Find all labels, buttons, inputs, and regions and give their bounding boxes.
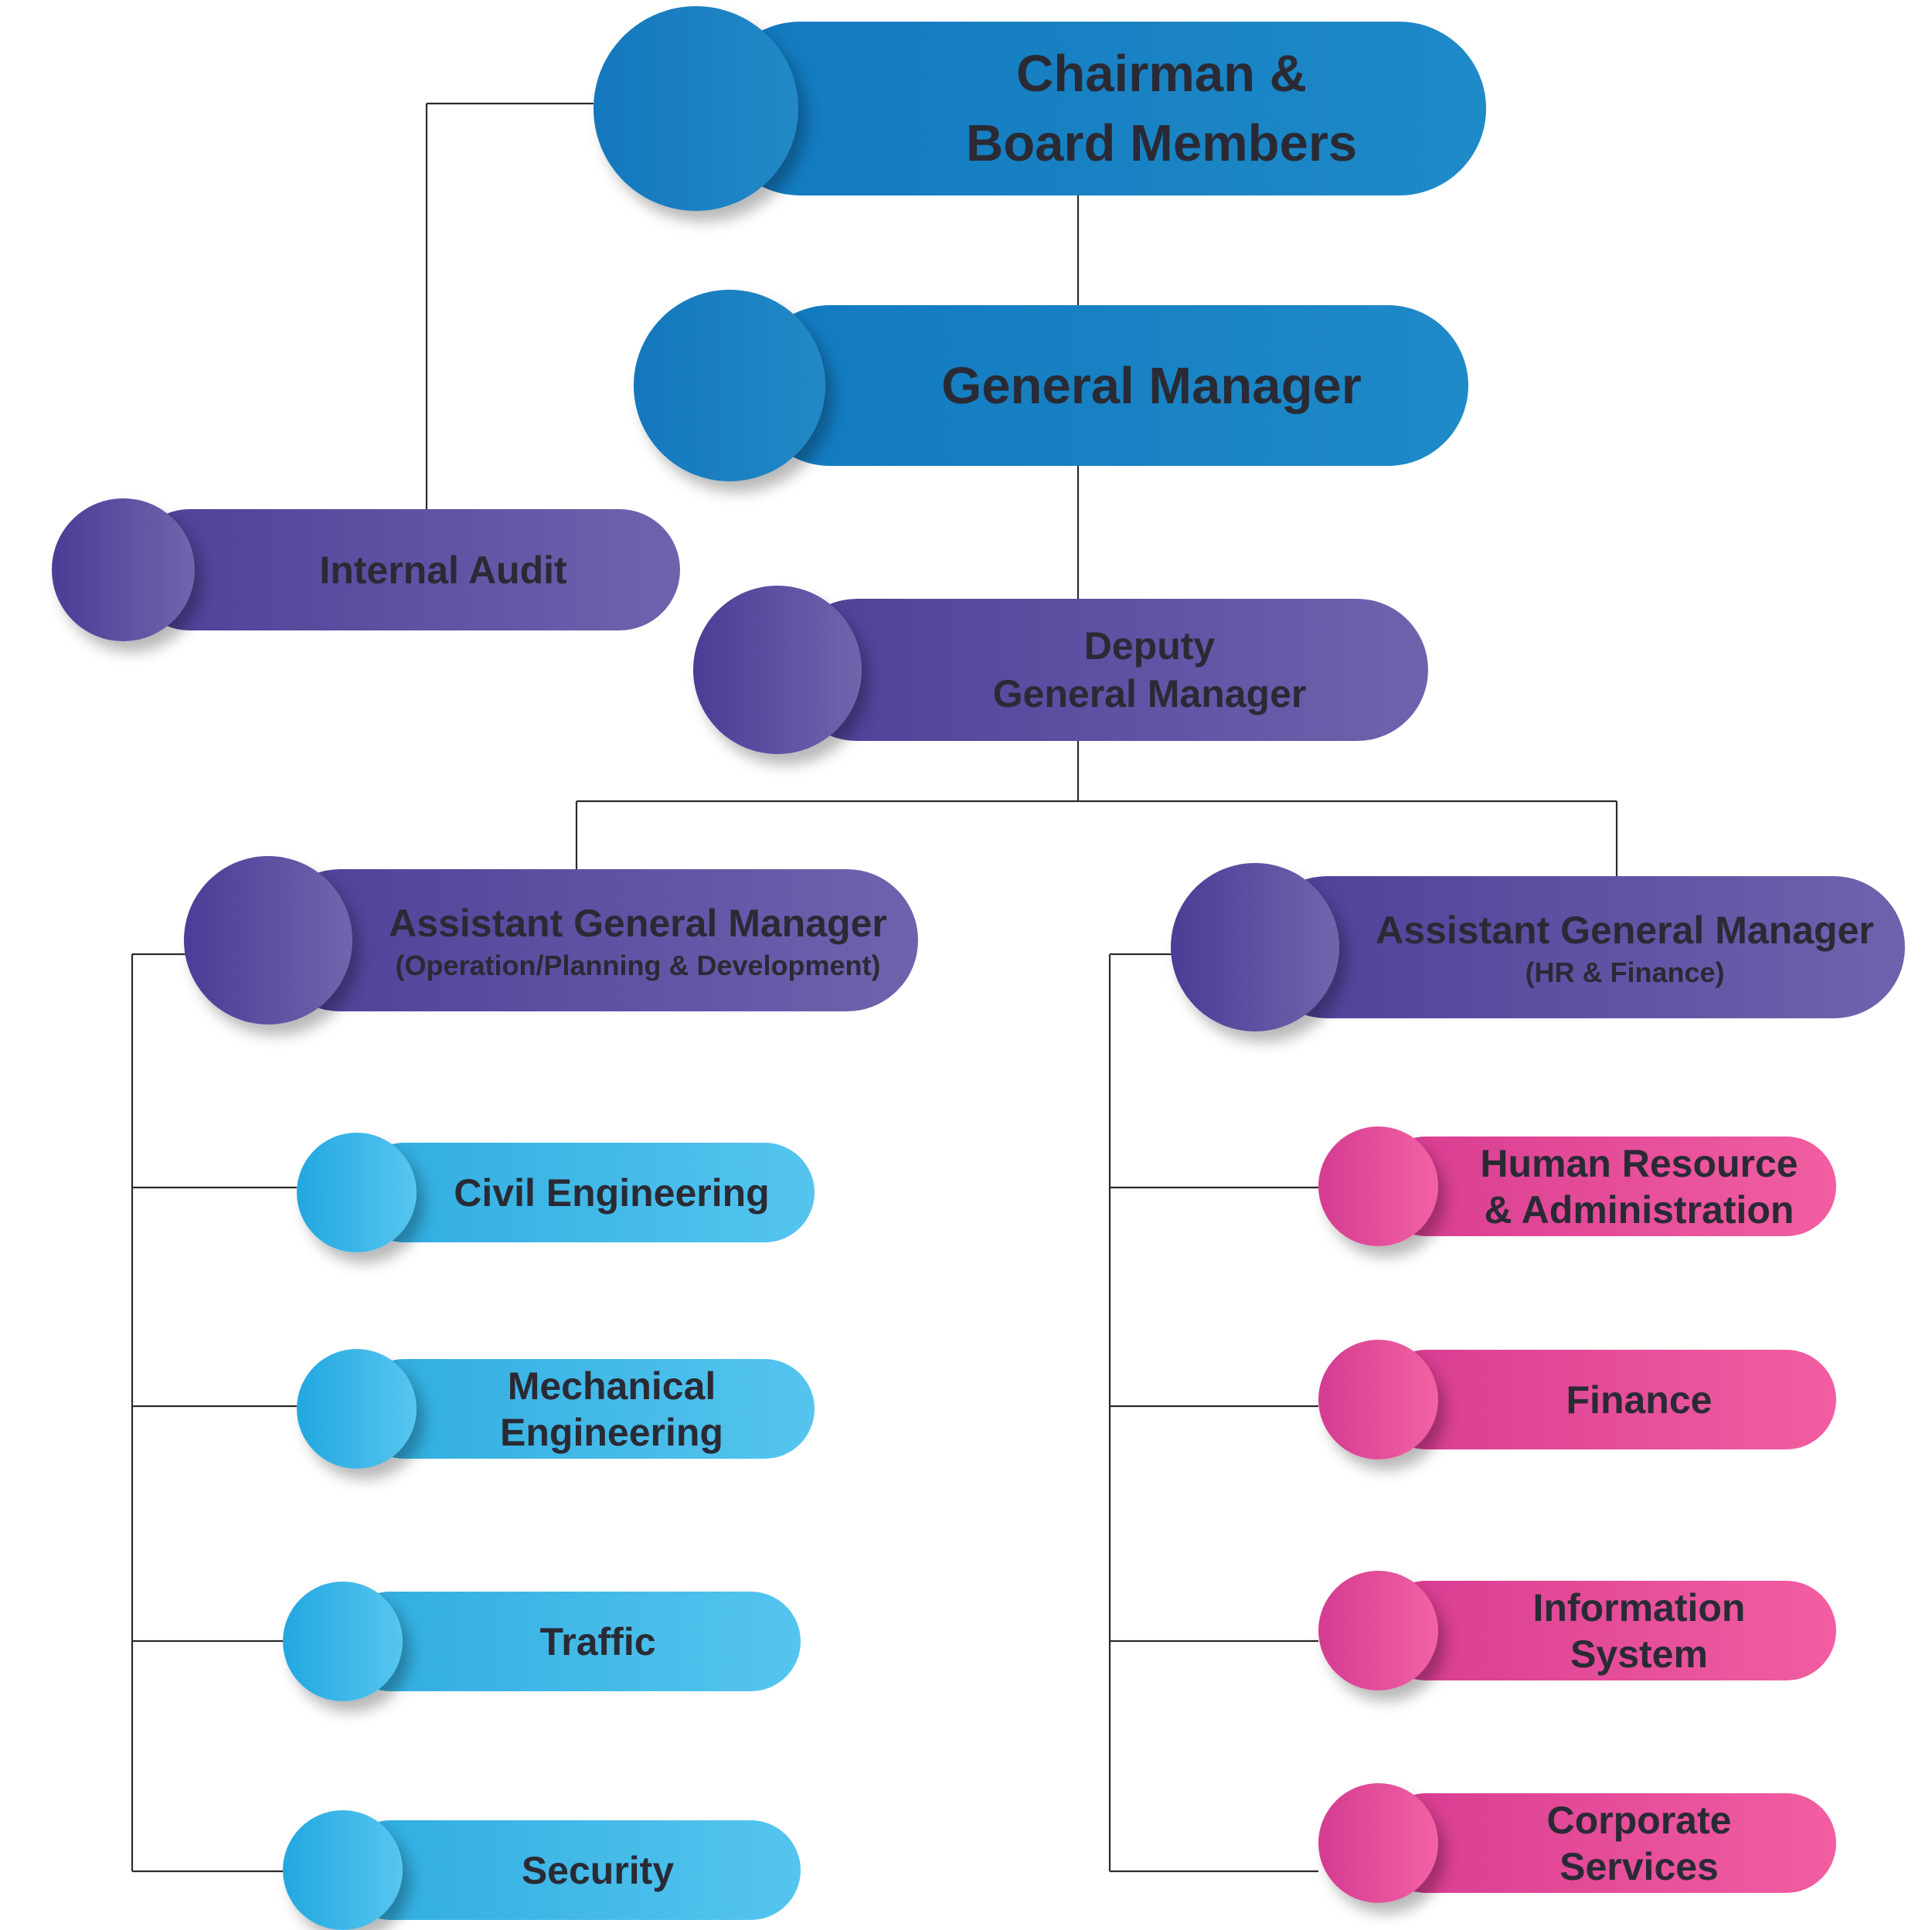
node-mechanical-engineering-pill: Mechanical Engineering: [355, 1359, 815, 1459]
node-human-resource-circle: [1318, 1126, 1438, 1246]
node-traffic-circle: [283, 1582, 403, 1701]
node-mechanical-engineering-circle: [297, 1349, 417, 1469]
node-information-system: Information System: [1318, 1571, 1836, 1690]
node-human-resource-line-1: Human Resource: [1480, 1141, 1798, 1185]
node-civil-engineering-pill: Civil Engineering: [355, 1143, 815, 1242]
node-chairman-line-2: Board Members: [965, 114, 1358, 172]
node-civil-engineering-line-1: Civil Engineering: [454, 1171, 770, 1215]
node-general-manager-circle: [634, 290, 825, 481]
node-agm-hr-finance: Assistant General Manager (HR & Finance): [1171, 863, 1905, 1031]
node-human-resource: Human Resource & Administration: [1318, 1126, 1836, 1246]
node-security-pill: Security: [341, 1820, 801, 1920]
node-general-manager-line-1: General Manager: [941, 356, 1362, 415]
node-chairman-line-1: Chairman &: [1015, 44, 1308, 103]
node-deputy-gm-line-1: Deputy: [1083, 624, 1216, 668]
node-internal-audit-line-1: Internal Audit: [319, 548, 567, 592]
node-civil-engineering: Civil Engineering: [297, 1133, 815, 1252]
node-finance: Finance: [1318, 1340, 1836, 1459]
node-internal-audit: Internal Audit: [52, 498, 680, 641]
node-human-resource-pill: Human Resource & Administration: [1376, 1137, 1836, 1236]
node-corporate-services-line-1: Corporate: [1546, 1798, 1732, 1842]
node-chairman-pill: Chairman & Board Members: [713, 22, 1486, 195]
node-traffic: Traffic: [283, 1582, 801, 1701]
node-security-circle: [283, 1810, 403, 1930]
node-information-system-line-1: Information: [1532, 1585, 1746, 1629]
node-chairman-circle: [594, 6, 798, 211]
node-agm-hr-finance-subtitle: (HR & Finance): [1525, 957, 1725, 988]
node-corporate-services-pill: Corporate Services: [1376, 1793, 1836, 1893]
node-finance-pill: Finance: [1376, 1350, 1836, 1449]
node-mechanical-engineering: Mechanical Engineering: [297, 1349, 815, 1469]
node-information-system-line-2: System: [1570, 1632, 1708, 1676]
node-mechanical-engineering-line-2: Engineering: [500, 1410, 723, 1454]
node-mechanical-engineering-line-1: Mechanical: [507, 1364, 716, 1408]
node-corporate-services-circle: [1318, 1783, 1438, 1903]
node-chairman: Chairman & Board Members: [594, 6, 1486, 211]
node-information-system-circle: [1318, 1571, 1438, 1690]
node-security-line-1: Security: [521, 1848, 675, 1892]
node-security: Security: [283, 1810, 801, 1930]
node-finance-circle: [1318, 1340, 1438, 1459]
node-traffic-pill: Traffic: [341, 1592, 801, 1691]
node-agm-operation-subtitle: (Operation/Planning & Development): [395, 950, 881, 981]
node-agm-operation-pill: Assistant General Manager (Operation/Pla…: [269, 869, 918, 1011]
node-human-resource-line-2: & Administration: [1484, 1188, 1794, 1232]
node-general-manager: General Manager: [634, 290, 1468, 481]
node-agm-operation-title: Assistant General Manager: [389, 902, 887, 945]
node-internal-audit-pill: Internal Audit: [129, 509, 680, 630]
node-corporate-services: Corporate Services: [1318, 1783, 1836, 1903]
node-agm-operation: Assistant General Manager (Operation/Pla…: [184, 856, 918, 1024]
node-traffic-line-1: Traffic: [539, 1619, 656, 1663]
node-agm-operation-circle: [184, 856, 352, 1024]
node-corporate-services-line-2: Services: [1560, 1844, 1719, 1888]
node-agm-hr-finance-pill: Assistant General Manager (HR & Finance): [1256, 876, 1905, 1018]
node-agm-hr-finance-title: Assistant General Manager: [1376, 909, 1874, 952]
node-finance-line-1: Finance: [1566, 1378, 1713, 1422]
node-deputy-gm: Deputy General Manager: [693, 586, 1428, 754]
node-internal-audit-circle: [52, 498, 195, 641]
node-general-manager-pill: General Manager: [750, 305, 1468, 466]
node-deputy-gm-line-2: General Manager: [992, 672, 1307, 715]
node-deputy-gm-circle: [693, 586, 862, 754]
node-information-system-pill: Information System: [1376, 1581, 1836, 1680]
node-agm-hr-finance-circle: [1171, 863, 1339, 1031]
node-civil-engineering-circle: [297, 1133, 417, 1252]
node-deputy-gm-pill: Deputy General Manager: [786, 599, 1428, 741]
